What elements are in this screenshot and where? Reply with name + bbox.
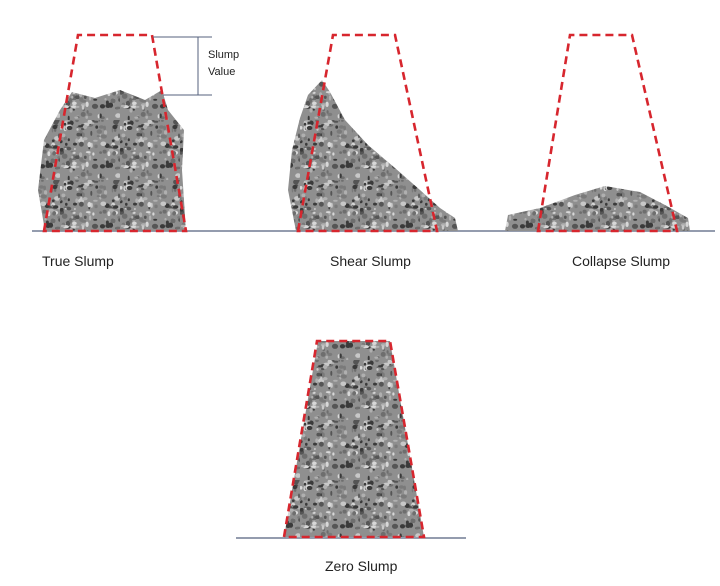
shear-slump-concrete: [288, 80, 458, 231]
zero-slump-concrete: [284, 341, 424, 537]
slump-value-label-line2: Value: [208, 66, 236, 78]
zero-slump-label: Zero Slump: [325, 558, 398, 574]
zero-slump-cone-outline: [282, 339, 426, 539]
slump-value-bracket: [153, 36, 212, 96]
shear-slump-cone-outline: [296, 33, 439, 233]
true-slump-cone-outline: [42, 33, 188, 233]
collapse-slump-cone-outline: [536, 33, 679, 233]
collapse-slump-concrete: [505, 186, 690, 231]
collapse-slump-label: Collapse Slump: [572, 253, 671, 269]
shear-slump-label: Shear Slump: [330, 253, 411, 269]
slump-value-label-line1: Slump: [208, 49, 240, 61]
true-slump-concrete: [38, 90, 186, 231]
slump-value-label: Slump Value: [208, 47, 239, 81]
true-slump-label: True Slump: [42, 253, 114, 269]
